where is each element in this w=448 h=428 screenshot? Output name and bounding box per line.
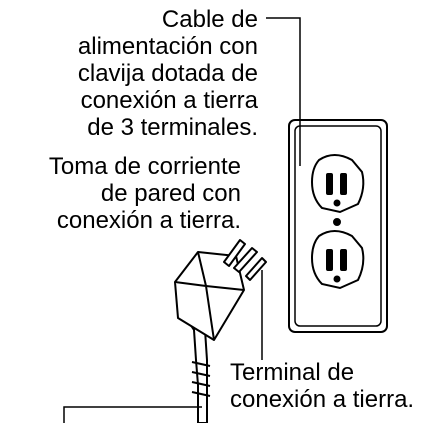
label-cable-line: alimentación con [77,33,258,60]
label-outlet: Toma de corriente de pared con conexión … [49,153,241,234]
ground-pin-icon [245,257,267,281]
blade-icon [223,239,246,267]
screw-icon [333,218,341,226]
slot-icon [326,249,333,271]
slot-icon [340,249,347,271]
strain-relief-line [191,371,211,377]
plug-edge [174,281,215,341]
strain-relief-line [191,391,211,397]
label-outlet-line: conexión a tierra. [56,207,241,234]
slot-icon [340,173,347,195]
label-ground-terminal-line: Terminal de [230,359,355,386]
label-outlet-line: Toma de corriente [48,153,241,180]
outlet-receptacle-lower [310,230,365,290]
leader-lines [63,17,301,423]
label-cable-line: clavija dotada de [77,60,258,87]
label-ground-terminal-line: conexión a tierra. [230,386,415,413]
ground-hole-icon [333,199,341,207]
leader-line-cord [63,406,202,423]
label-cable-line: de 3 terminales. [87,114,258,141]
label-cable-line: Cable de [161,6,258,33]
strain-relief-line [191,381,211,387]
wall-outlet [288,119,388,333]
outlet-receptacle-upper [310,154,365,214]
strain-relief-line [191,361,211,367]
blade-icon [233,247,258,273]
label-cable: Cable de alimentación con clavija dotada… [78,6,258,141]
label-outlet-line: de pared con [100,180,241,207]
plug [174,239,267,341]
ground-hole-icon [333,275,341,283]
label-cable-line: conexión a tierra [80,87,258,114]
label-ground-terminal: Terminal de conexión a tierra. [230,359,414,413]
slot-icon [326,173,333,195]
leader-line-cable [266,17,301,166]
